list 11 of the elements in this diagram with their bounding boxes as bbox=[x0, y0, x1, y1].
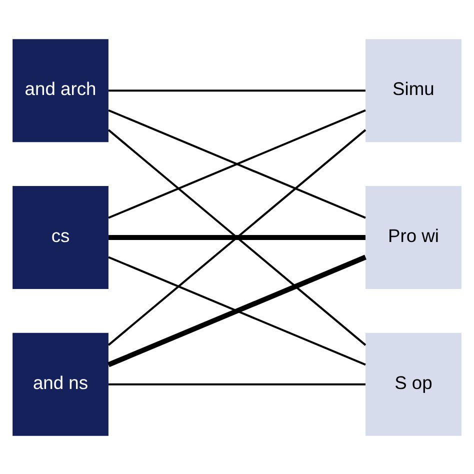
node-box: cs bbox=[12, 185, 108, 289]
connector bbox=[108, 128, 366, 346]
connector bbox=[108, 234, 366, 240]
node-box: Simu bbox=[366, 38, 462, 142]
connector bbox=[108, 108, 366, 218]
connector bbox=[108, 382, 366, 385]
node-box: and arch bbox=[12, 38, 108, 142]
node-box: Pro wi bbox=[366, 185, 462, 289]
node-box: and ns bbox=[12, 332, 108, 436]
node-box: S op bbox=[366, 332, 462, 436]
connector bbox=[108, 89, 366, 92]
